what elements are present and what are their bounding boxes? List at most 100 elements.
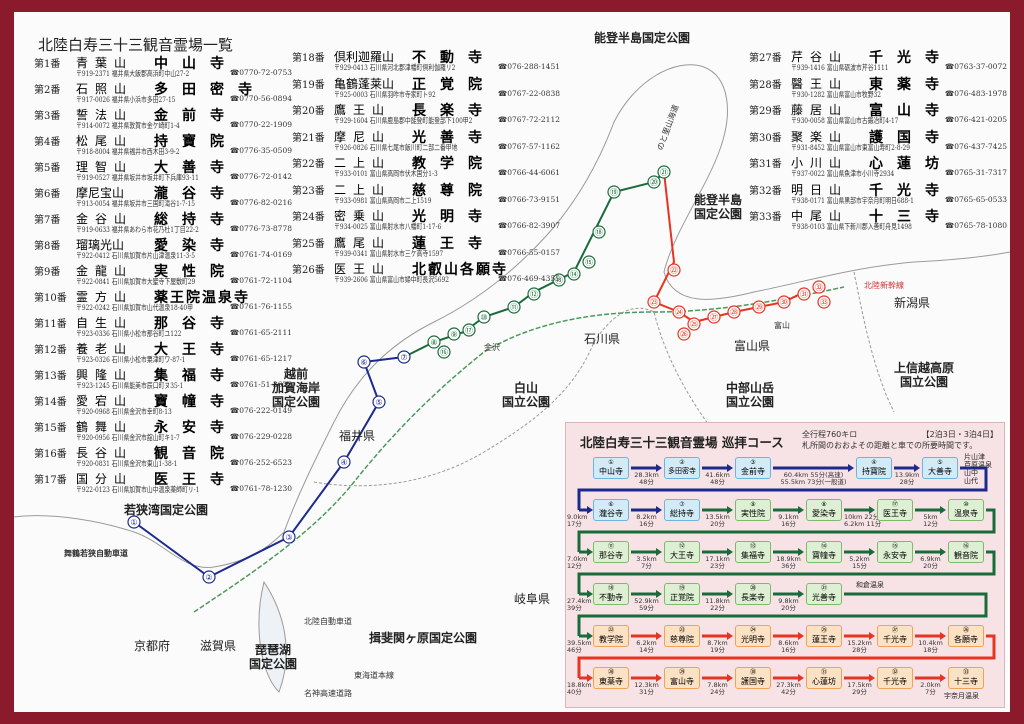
map-label-ibi-sekigahara-park: 揖斐関ヶ原国定公園: [369, 631, 478, 645]
map-temple-number: ②: [205, 573, 212, 582]
prefecture-border: [313, 341, 595, 487]
map-temple-marker[interactable]: ㉝: [817, 295, 831, 309]
map-temple-marker[interactable]: ⑫: [527, 287, 541, 301]
map-temple-marker[interactable]: ④: [337, 455, 351, 469]
map-temple-marker[interactable]: ⑰: [462, 323, 476, 337]
map-temple-marker[interactable]: ⑩: [477, 310, 491, 324]
course-arrowhead: [727, 590, 733, 598]
map-temple-marker[interactable]: ②: [202, 570, 216, 584]
map-temple-marker[interactable]: ㉖: [677, 327, 691, 341]
temple-number: 第13番: [34, 371, 67, 382]
temple-mountain-name: 密乗山: [334, 209, 392, 223]
temple-name: 多田密寺: [154, 82, 266, 98]
temple-phone: ☎0767-22-0838: [497, 88, 560, 98]
course-leg-distance: 6.9km 20分: [920, 555, 941, 571]
temple-address: 〒920-0968 石川県金沢市幸町8-13: [76, 407, 172, 416]
map-temple-marker[interactable]: ⑭: [567, 267, 581, 281]
prefecture-border: [853, 271, 895, 413]
map-temple-number: ㉓: [650, 298, 658, 307]
map-temple-marker[interactable]: ⑬: [552, 273, 566, 287]
map-temple-marker[interactable]: ③: [282, 530, 296, 544]
map-temple-marker[interactable]: ㉘: [727, 305, 741, 319]
course-temple-number: ㉒: [607, 627, 614, 634]
map-temple-marker[interactable]: ⑨: [447, 327, 461, 341]
map-temple-marker[interactable]: ⑤: [372, 395, 386, 409]
temple-name: 心蓮坊: [869, 156, 953, 172]
course-leg-distance: 9.1km 16分: [778, 513, 799, 529]
course-temple-number: ⑤: [937, 459, 943, 466]
map-label-wakasa-park: 若狭湾国定公園: [124, 503, 209, 517]
temple-name: 教学院: [412, 156, 496, 172]
course-temple-number: ㉔: [749, 627, 756, 634]
map-temple-marker[interactable]: ⑱: [592, 225, 606, 239]
temple-number: 第24番: [292, 212, 325, 223]
temple-name: 光善寺: [412, 129, 496, 146]
temple-phone: ☎0766-55-0157: [497, 247, 560, 257]
map-temple-number: ⑳: [650, 178, 658, 187]
map-temple-marker[interactable]: ①: [127, 515, 141, 529]
map-temple-marker[interactable]: ⑧: [427, 335, 441, 349]
map-temple-number: ⑧: [430, 338, 437, 347]
map-label-hokuriku-expressway: 北陸自動車道: [304, 617, 352, 626]
course-temple-name: 教学院: [599, 635, 623, 644]
map-temple-marker[interactable]: ⑪: [507, 300, 521, 314]
temple-mountain-name: 青葉山: [76, 56, 134, 70]
map-temple-number: ㉘: [730, 308, 738, 317]
temple-list-item: 第21番摩尼山光善寺〒926-0826 石川県七尾市飯川町二部二番甲地☎0767…: [292, 128, 560, 155]
temple-address: 〒918-8004 福井県福井市西木田3-9-2: [76, 147, 180, 156]
course-leg-distance: 7.8km 24分: [707, 681, 728, 697]
map-temple-marker[interactable]: ㉔: [672, 305, 686, 319]
map-temple-marker[interactable]: ⑦: [397, 350, 411, 364]
map-temple-marker[interactable]: ㉒: [667, 263, 681, 277]
temple-mountain-name: 二上山: [334, 156, 392, 170]
course-leg-distance: 2.0km 7分: [920, 681, 941, 697]
temple-number: 第31番: [749, 159, 782, 170]
temple-number: 第23番: [292, 185, 325, 197]
temple-address: 〒917-0026 福井県小浜市多田27-15: [76, 95, 176, 104]
course-temple-number: ②: [679, 459, 685, 466]
map-temple-marker[interactable]: ⑮: [582, 255, 596, 269]
temple-list-item: 第3番誓法山金前寺〒914-0072 福井県敦賀市金ケ崎町1-4☎0770-22…: [34, 106, 292, 132]
course-leg-distance: 10.4km 18分: [918, 639, 943, 655]
temple-address: 〒925-0003 石川県羽咋市寺家町ト92: [334, 89, 436, 99]
map-temple-marker[interactable]: ㉛: [797, 287, 811, 301]
map-temple-marker[interactable]: ㉓: [647, 295, 661, 309]
map-temple-marker[interactable]: ⑳: [647, 175, 661, 189]
map-temple-marker[interactable]: ㉙: [752, 300, 766, 314]
map-label-noto-park-2: 能登半島 国定公園: [694, 193, 743, 221]
temple-number: 第8番: [34, 241, 61, 252]
course-temple-name: 富山寺: [670, 677, 694, 686]
course-temple-name: 大王寺: [670, 551, 694, 560]
temple-name: 寶幢寺: [154, 394, 238, 410]
temple-list-item: 第30番聚楽山護国寺〒931-8452 富山県富山市東富山寿町2-8-29☎07…: [749, 128, 1007, 155]
map-temple-marker[interactable]: ⑥: [357, 355, 371, 369]
temple-number: 第6番: [34, 189, 61, 200]
map-temple-marker[interactable]: ㉕: [687, 317, 701, 331]
map-temple-marker[interactable]: ㉚: [777, 295, 791, 309]
map-temple-number: ㉒: [670, 266, 678, 275]
map-temple-marker[interactable]: ㉜: [812, 280, 826, 294]
map-temple-number: ㉔: [675, 308, 683, 317]
map-temple-number: ⑬: [555, 276, 563, 285]
map-temple-marker[interactable]: ㉗: [707, 310, 721, 324]
map-temple-marker[interactable]: ⑯: [437, 345, 451, 359]
map-temple-marker[interactable]: ⑲: [607, 185, 621, 199]
temple-address: 〒933-0981 富山県高岡市二上1519: [334, 195, 432, 205]
map-temple-marker[interactable]: ㉑: [657, 165, 671, 179]
course-arrowhead: [656, 632, 662, 640]
course-arrowhead: [656, 590, 662, 598]
temple-list-item: 第13番興隆山集福寺〒923-1245 石川県能美市辰口町ヌ35-1☎0761-…: [34, 366, 292, 392]
map-label-kanazawa: 金沢: [484, 343, 500, 352]
temple-list-item: 第4番松尾山持寶院〒918-8004 福井県福井市西木田3-9-2☎0776-3…: [34, 132, 292, 158]
course-plan: 【2泊3日・3泊4日】: [921, 430, 998, 439]
temple-list-item: 第32番明日山千光寺〒938-0171 富山県黒部市宇奈月町明日688-1☎07…: [749, 181, 1007, 208]
map-label-shiga: 滋賀県: [200, 639, 237, 653]
